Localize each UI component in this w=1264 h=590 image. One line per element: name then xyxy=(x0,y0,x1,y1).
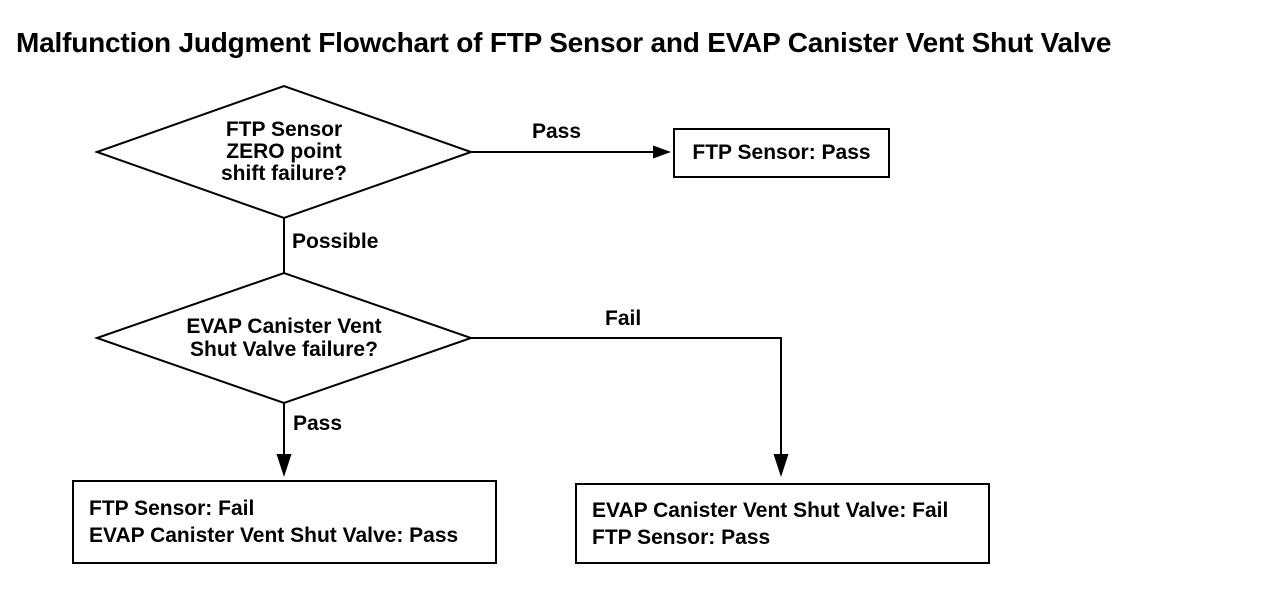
arrowhead-down-fail-icon xyxy=(773,454,789,477)
evap-decision-line: EVAP Canister Vent xyxy=(186,315,382,338)
edge-label-fail: Fail xyxy=(605,307,642,330)
ftp-decision-line: ZERO point xyxy=(226,140,342,163)
edge-fail-line xyxy=(471,337,782,454)
ftp-decision-text: FTP Sensor ZERO point shift failure? xyxy=(97,86,471,218)
ftp-decision-line: FTP Sensor xyxy=(225,118,343,141)
result-line: EVAP Canister Vent Shut Valve: Pass xyxy=(89,524,459,547)
evap-decision-text: EVAP Canister Vent Shut Valve failure? xyxy=(97,273,471,403)
ftp-decision-line: shift failure? xyxy=(220,162,347,185)
arrowhead-down-pass-icon xyxy=(276,454,292,477)
evap-decision-line: Shut Valve failure? xyxy=(190,338,378,361)
result-line: FTP Sensor: Pass xyxy=(592,525,771,549)
result-box-ftp-fail-evap-pass: FTP Sensor: Fail EVAP Canister Vent Shut… xyxy=(72,480,497,564)
result-box-ftp-pass: FTP Sensor: Pass xyxy=(673,128,890,178)
edge-label-possible: Possible xyxy=(292,230,379,253)
result-line: FTP Sensor: Pass xyxy=(692,141,871,164)
arrowhead-right-icon xyxy=(653,145,671,159)
result-line: EVAP Canister Vent Shut Valve: Fail xyxy=(592,498,949,522)
edge-label-pass-top: Pass xyxy=(532,120,582,143)
edge-label-pass-bottom: Pass xyxy=(293,412,343,435)
result-line: FTP Sensor: Fail xyxy=(89,497,255,520)
result-box-evap-fail-ftp-pass: EVAP Canister Vent Shut Valve: Fail FTP … xyxy=(575,483,990,564)
diagram-title: Malfunction Judgment Flowchart of FTP Se… xyxy=(16,27,1112,58)
